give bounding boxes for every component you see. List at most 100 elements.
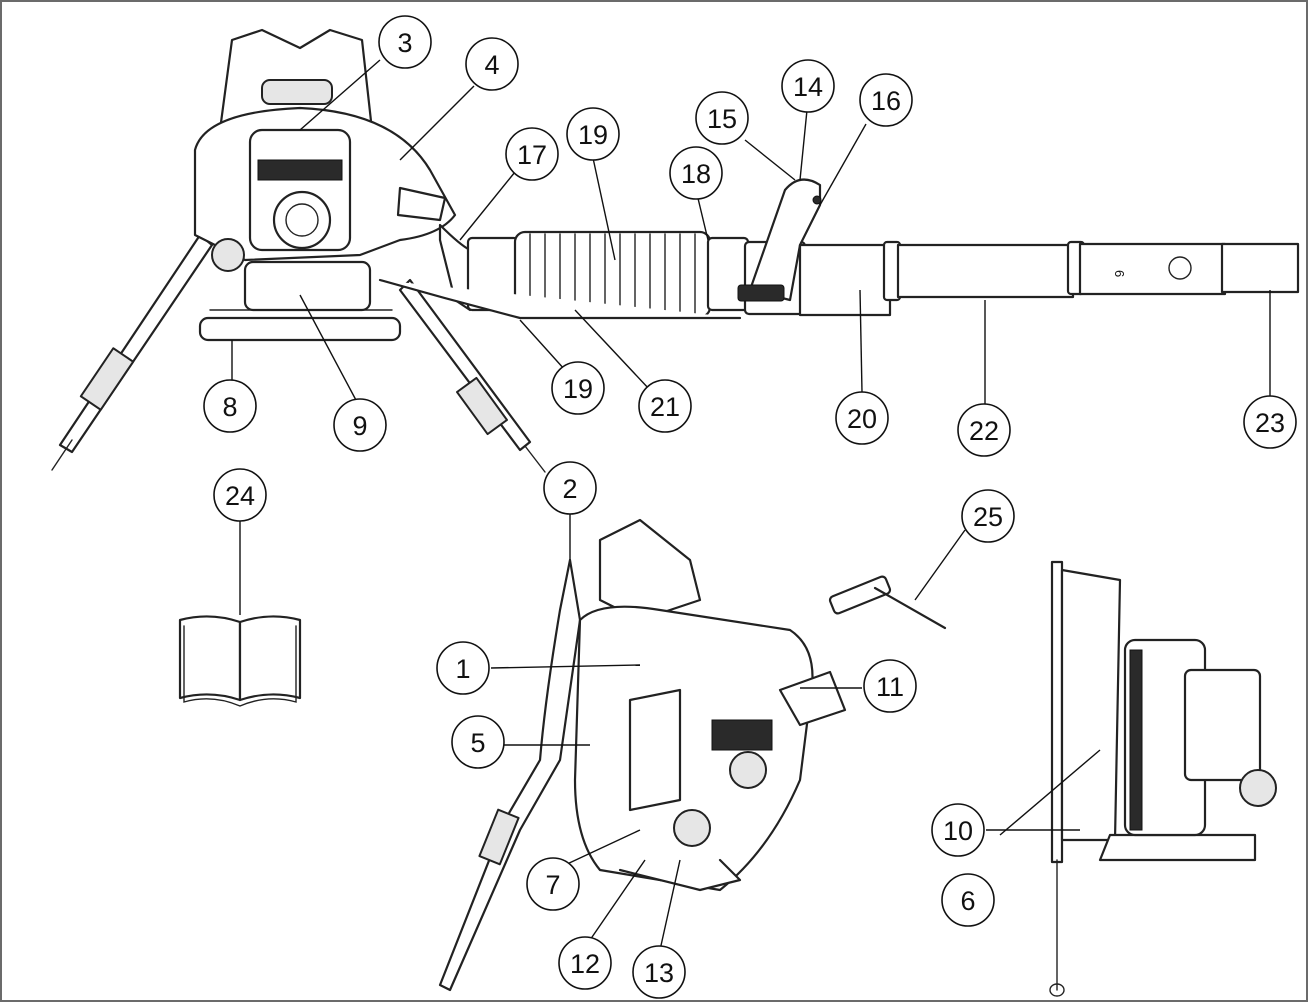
side-back-plate xyxy=(1050,560,1064,864)
callout-10: 10 xyxy=(931,803,985,857)
side-base xyxy=(1098,833,1257,862)
callout-number: 7 xyxy=(545,870,560,900)
callout-number: 21 xyxy=(650,392,680,422)
blower-outlet-cover xyxy=(396,186,447,222)
iso-strap-pad xyxy=(478,808,520,866)
callout-2: 2 xyxy=(543,461,597,515)
combination-spanner-icon xyxy=(828,575,947,630)
callout-circle xyxy=(931,803,985,857)
callout-circle xyxy=(436,641,490,695)
callout-number: 8 xyxy=(222,392,237,422)
callout-number: 6 xyxy=(960,886,975,916)
frame-handle xyxy=(261,79,333,105)
blow-tube-assembly: 6 xyxy=(378,178,1300,320)
callout-5: 5 xyxy=(451,715,505,769)
blower-iso-view xyxy=(438,518,847,992)
callout-number: 18 xyxy=(681,159,711,189)
callout-22: 22 xyxy=(957,403,1011,457)
side-strap-hook xyxy=(1049,983,1065,997)
iso-fuel-tank xyxy=(628,688,682,812)
throttle-lock xyxy=(812,195,822,205)
iso-base xyxy=(618,858,742,892)
callout-21: 21 xyxy=(638,379,692,433)
side-engine xyxy=(1183,668,1262,782)
callout-number: 11 xyxy=(876,672,904,702)
callout-circle xyxy=(781,59,835,113)
callout-18: 18 xyxy=(669,146,723,200)
callout-circle xyxy=(632,945,686,999)
hose-corrugation xyxy=(529,233,696,316)
control-handle xyxy=(748,178,822,302)
iso-shoulder-strap xyxy=(438,558,582,992)
right-strap-buckle xyxy=(524,445,546,473)
callout-circle xyxy=(961,489,1015,543)
callout-number: 20 xyxy=(847,404,877,434)
cylinder-fins xyxy=(257,159,343,181)
callout-23: 23 xyxy=(1243,395,1297,449)
iso-outlet xyxy=(778,670,847,727)
callout-circle xyxy=(465,37,519,91)
left-shoulder-strap xyxy=(58,233,214,454)
callout-circle xyxy=(558,936,612,990)
blower-side-view xyxy=(1049,560,1277,997)
callout-13: 13 xyxy=(632,945,686,999)
callout-3: 3 xyxy=(378,15,432,69)
callout-number: 24 xyxy=(225,481,255,511)
callout-number: 19 xyxy=(563,374,593,404)
callout-14: 14 xyxy=(781,59,835,113)
air-intake xyxy=(272,190,332,250)
callout-number: 14 xyxy=(793,72,823,102)
callout-number: 12 xyxy=(570,949,600,979)
callout-circle xyxy=(957,403,1011,457)
callout-circle xyxy=(213,468,267,522)
callout-circle xyxy=(863,659,917,713)
callout-circle xyxy=(451,715,505,769)
side-frame xyxy=(1060,568,1122,842)
callout-number: 15 xyxy=(707,104,737,134)
callout-16: 16 xyxy=(859,73,913,127)
callout-17: 17 xyxy=(505,127,559,181)
callout-9: 9 xyxy=(333,398,387,452)
callout-number: 25 xyxy=(973,502,1003,532)
brand-logo-icon xyxy=(1168,256,1192,280)
callout-number: 10 xyxy=(943,816,973,846)
iso-fuel-cap xyxy=(673,809,711,847)
left-strap-pad xyxy=(79,347,135,411)
callout-circle xyxy=(669,146,723,200)
side-fins xyxy=(1129,649,1143,831)
callout-circle xyxy=(203,379,257,433)
callout-number: 16 xyxy=(871,86,901,116)
callout-circle xyxy=(526,857,580,911)
callout-number: 17 xyxy=(517,140,547,170)
callout-circle xyxy=(333,398,387,452)
callout-circle xyxy=(1243,395,1297,449)
callout-circle xyxy=(695,91,749,145)
iso-air-filter-knob xyxy=(729,751,767,789)
pipe-middle xyxy=(896,243,1075,299)
callout-circle xyxy=(543,461,597,515)
callout-number: 13 xyxy=(644,958,674,988)
callout-6: 6 xyxy=(941,873,995,927)
callout-number: 5 xyxy=(470,728,485,758)
callout-number: 2 xyxy=(562,474,577,504)
tube-marking: 6 xyxy=(1112,270,1127,277)
callout-15: 15 xyxy=(695,91,749,145)
callout-circle xyxy=(566,107,620,161)
callout-circle xyxy=(551,361,605,415)
callout-number: 4 xyxy=(484,50,499,80)
pipe-outer xyxy=(1078,242,1227,296)
callout-8: 8 xyxy=(203,379,257,433)
callout-number: 3 xyxy=(397,28,412,58)
callout-number: 23 xyxy=(1255,408,1285,438)
callout-circle xyxy=(505,127,559,181)
callout-19: 19 xyxy=(551,361,605,415)
callout-25: 25 xyxy=(961,489,1015,543)
open-book-icon xyxy=(178,615,302,707)
callout-number: 19 xyxy=(578,120,608,150)
callout-12: 12 xyxy=(558,936,612,990)
right-strap-pad xyxy=(456,376,508,436)
handle-clamp xyxy=(737,284,785,302)
